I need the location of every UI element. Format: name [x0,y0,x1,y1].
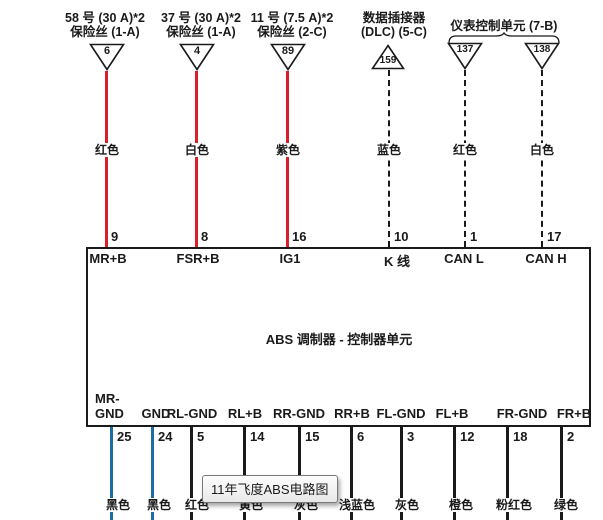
terminal-name: FL-GND [376,406,426,421]
wire-rl-gnd [190,427,193,520]
terminal-name: CAN H [525,251,567,266]
connector-number: 138 [533,44,551,55]
wire-mr-gnd [110,427,113,520]
fuse-37-label: 37 号 (30 A)*2 保险丝 (1-A) [161,11,241,39]
connector-triangle-icon: 89 [270,43,306,71]
pin-number: 9 [111,229,119,244]
fuse-37-label-line2: 保险丝 (1-A) [166,25,236,39]
connector-triangle-icon: 137 [447,42,483,70]
terminal-name: MR+B [89,251,127,266]
wire-k-line [388,70,390,247]
pin-number: 8 [201,229,209,244]
pin-number: 18 [513,429,528,444]
ecu-title: ABS 调制器 - 控制器单元 [265,332,413,347]
dlc-label-line2: (DLC) (5-C) [361,25,427,39]
connector-triangle-up-icon: 159 [371,44,405,70]
fuse-58-label: 58 号 (30 A)*2 保险丝 (1-A) [65,11,145,39]
pin-number: 17 [547,229,562,244]
terminal-name: FSR+B [176,251,220,266]
wire-mr-b [105,71,108,247]
wire-ig1 [286,71,289,247]
wire-rr-gnd [298,427,301,520]
pin-number: 12 [460,429,475,444]
wire-color-label: 蓝色 [374,143,404,157]
pin-number: 25 [117,429,132,444]
terminal-name: CAN L [444,251,484,266]
connector-number: 6 [103,45,111,57]
fuse-11-label-line1: 11 号 (7.5 A)*2 [250,11,334,25]
pin-number: 15 [305,429,320,444]
terminal-name: RR+B [334,406,370,421]
connector-number: 89 [281,45,295,57]
wire-fr-gnd [506,427,509,520]
dlc-label-line1: 数据插接器 [362,11,426,25]
fuse-58-label-line1: 58 号 (30 A)*2 [65,11,145,25]
terminal-name: FR+B [556,406,592,421]
fuse-58-label-line2: 保险丝 (1-A) [70,25,140,39]
wire-color-label: 橙色 [446,498,476,512]
terminal-name: RL-GND [166,406,218,421]
wire-rl-b [243,427,246,520]
abs-modulator-control-unit-box [86,247,591,427]
wire-can-l [464,70,466,247]
wire-color-label: 黑色 [103,498,133,512]
connector-triangle-icon: 138 [524,42,560,70]
wire-color-label: 红色 [450,143,480,157]
terminal-name: MR-GND [95,391,124,421]
brace-icon [448,32,560,44]
wire-fl-b [453,427,456,520]
fuse-37-label-line1: 37 号 (30 A)*2 [161,11,241,25]
pin-number: 3 [407,429,415,444]
connector-number: 159 [379,55,397,66]
wire-rr-b [350,427,353,520]
connector-number: 4 [193,45,201,57]
pin-number: 2 [567,429,575,444]
terminal-name: RL+B [227,406,263,421]
wire-fr-b [560,427,563,520]
wire-color-label: 粉红色 [493,498,535,512]
fuse-11-label: 11 号 (7.5 A)*2 保险丝 (2-C) [251,11,334,39]
pin-number: 5 [197,429,205,444]
wire-gnd [151,427,154,520]
terminal-name: FR-GND [496,406,548,421]
wire-color-label: 白色 [182,143,212,157]
tooltip: 11年飞度ABS电路图 [202,475,338,503]
connector-triangle-icon: 6 [89,43,125,71]
pin-number: 14 [250,429,265,444]
wire-color-label: 绿色 [551,498,581,512]
wire-fl-gnd [400,427,403,520]
wire-color-label: 黑色 [144,498,174,512]
wire-color-label: 白色 [527,143,557,157]
pin-number: 10 [394,229,409,244]
pin-number: 24 [158,429,173,444]
dlc-label: 数据插接器 (DLC) (5-C) [361,11,427,39]
pin-number: 6 [357,429,365,444]
wire-color-label: 灰色 [392,498,422,512]
fuse-11-label-line2: 保险丝 (2-C) [257,25,327,39]
connector-number: 137 [456,44,474,55]
wire-color-label: 浅蓝色 [336,498,378,512]
connector-triangle-icon: 4 [179,43,215,71]
pin-number: 16 [292,229,307,244]
wire-can-h [541,70,543,247]
gauge-control-unit-label: 仪表控制单元 (7-B) [450,19,558,33]
pin-number: 1 [470,229,478,244]
terminal-name: RR-GND [273,406,325,421]
wire-color-label: 紫色 [273,143,303,157]
terminal-name: GND [141,406,171,421]
terminal-name: K 线 [383,254,411,269]
wire-color-label: 红色 [92,143,122,157]
terminal-name: FL+B [435,406,469,421]
terminal-name: IG1 [279,251,301,266]
wire-fsr-b [195,71,198,247]
